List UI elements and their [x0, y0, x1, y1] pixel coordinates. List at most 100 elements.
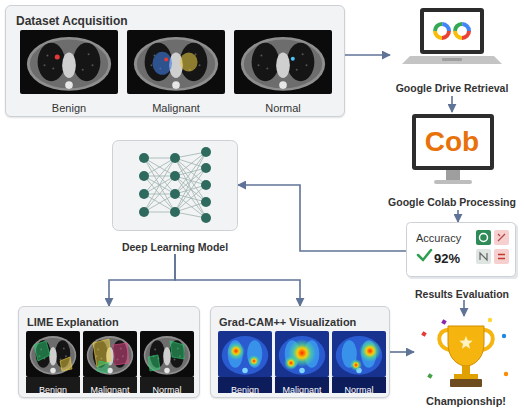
graphic-part	[170, 207, 180, 217]
graphic-part	[154, 348, 156, 350]
graphic-part	[38, 43, 65, 81]
text-slot: Benign	[20, 98, 118, 116]
laptop-illustration	[390, 6, 514, 68]
step-label: Results Evaluation	[415, 288, 509, 301]
graphic-part	[446, 170, 460, 180]
results-box: Accuracy92%Results Evaluation	[406, 222, 518, 300]
laptop-node: Google Drive Retrieval	[390, 6, 514, 96]
dataset-panel: Benign Malignant Normal Dataset Acquisition	[5, 5, 345, 117]
graphic-part	[296, 69, 298, 71]
graphic-part	[299, 368, 305, 374]
graphic-part	[34, 341, 50, 361]
graphic-part	[227, 342, 245, 360]
graphic-part	[139, 207, 149, 217]
graphic-part	[88, 53, 90, 55]
graphic-part	[279, 336, 325, 375]
graphic-part	[455, 24, 469, 38]
graphic-part	[175, 185, 206, 212]
graphic-part	[63, 347, 65, 349]
graphic-part	[65, 355, 67, 357]
graphic-part	[20, 30, 118, 94]
graphic-part	[26, 331, 80, 393]
graphic-part	[459, 336, 472, 349]
ct-image: Malignant	[127, 30, 225, 114]
lime-illustration	[140, 331, 194, 393]
lime-image: Benign	[26, 331, 80, 393]
graphic-part	[287, 43, 314, 81]
text-slot: Results Evaluation	[406, 284, 518, 302]
graphic-part	[65, 81, 73, 89]
graphic-part	[180, 52, 198, 71]
graphic-part	[455, 24, 469, 38]
image-label: Normal	[152, 385, 181, 396]
graphic-part	[332, 331, 386, 377]
graphic-part	[252, 43, 279, 81]
graphic-part	[151, 64, 153, 66]
text-slot: Google Drive Retrieval	[390, 78, 514, 96]
graphic-part	[435, 24, 449, 38]
graphic-part	[434, 180, 472, 184]
graphic-part	[145, 338, 188, 373]
ct-illustration	[234, 30, 332, 94]
graphic-part	[140, 331, 194, 377]
graphic-part	[488, 318, 492, 322]
graphic-part	[49, 347, 57, 365]
graphic-part	[442, 58, 462, 61]
text-slot: Championship!	[414, 391, 518, 409]
graphic-part	[480, 234, 488, 242]
graphic-part	[201, 180, 211, 190]
heat-illustration	[218, 331, 272, 393]
trophy-node: Championship!	[414, 316, 518, 407]
step-label: Google Drive Retrieval	[396, 82, 509, 95]
text-slot: Dataset Acquisition	[16, 11, 128, 29]
text-slot: Normal	[234, 98, 332, 116]
graphic-part	[144, 194, 175, 212]
graphic-part	[480, 253, 487, 260]
logo-text: Cob	[425, 125, 479, 159]
graphic-part	[113, 141, 238, 231]
flow-arrow	[238, 185, 406, 251]
graphic-part	[60, 357, 72, 371]
text-slot: LIME Explanation	[27, 312, 119, 330]
panel-title: Grad-CAM++ Visualization	[219, 316, 356, 329]
text-slot: Normal	[140, 379, 194, 397]
graphic-part	[291, 57, 295, 61]
graphic-part	[170, 341, 184, 359]
text-slot: Malignant	[127, 98, 225, 116]
trophy-illustration	[414, 316, 518, 390]
graphic-part	[148, 355, 160, 371]
graphic-part	[332, 331, 386, 393]
graphic-part	[201, 147, 211, 157]
graphic-part	[170, 189, 180, 199]
graphic-part	[134, 37, 218, 91]
colab-monitor: CobGoogle Colab Processing	[384, 112, 520, 210]
graphic-part	[88, 338, 131, 373]
text-slot: Normal	[332, 379, 386, 397]
graphic-part	[275, 331, 329, 377]
image-label: Malignant	[282, 385, 321, 396]
heat-illustration	[332, 331, 386, 393]
graphic-part	[127, 30, 225, 94]
graphic-part	[201, 213, 211, 223]
flow-arrow	[345, 54, 390, 56]
graphic-part	[435, 24, 449, 38]
graphic-part	[476, 249, 491, 264]
text-slot: Google Colab Processing	[384, 192, 520, 210]
graphic-part	[144, 158, 175, 176]
graphic-part	[247, 340, 262, 368]
graphic-part	[55, 54, 60, 59]
graphic-part	[494, 230, 509, 245]
graphic-part	[424, 12, 480, 50]
graphic-part	[454, 374, 478, 379]
ct-image: Normal	[234, 30, 332, 114]
graphic-part	[180, 43, 207, 81]
graphic-part	[169, 340, 184, 368]
graphic-part	[27, 37, 111, 91]
graphic-part	[139, 189, 149, 199]
text-slot: Malignant	[83, 379, 137, 397]
graphic-part	[172, 81, 180, 89]
text-slot: Cob	[384, 125, 520, 159]
text-slot: Accuracy	[416, 228, 461, 246]
graphic-part	[244, 40, 322, 89]
graphic-part	[163, 347, 171, 365]
